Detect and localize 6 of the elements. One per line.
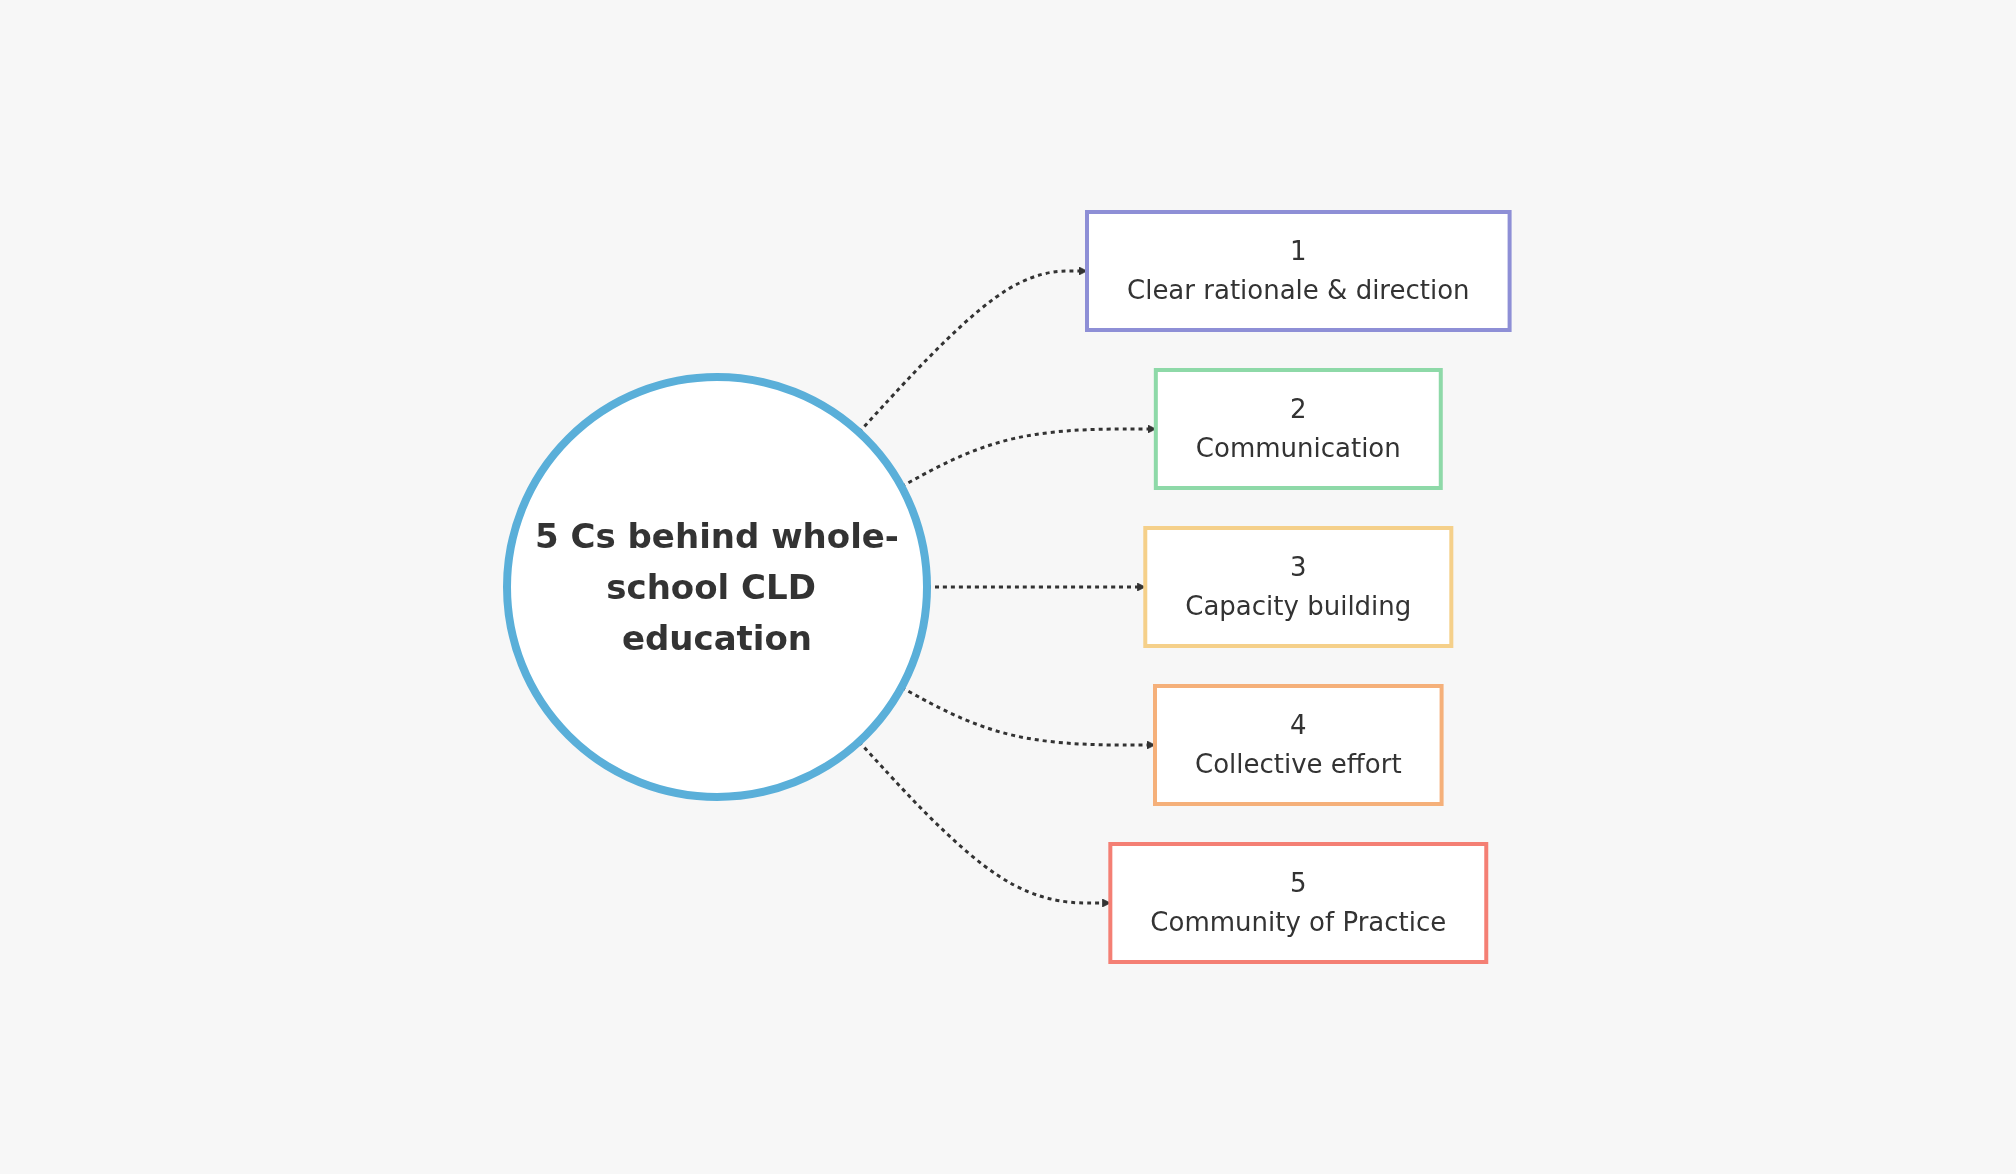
node-box: 4 Collective effort bbox=[1152, 684, 1444, 806]
node-box: 3 Capacity building bbox=[1143, 526, 1453, 648]
node-box: 5 Community of Practice bbox=[1108, 842, 1488, 964]
node-circle: 5 Cs behind whole-school CLD education bbox=[502, 373, 931, 801]
node-box: 1 Clear rationale & direction bbox=[1084, 210, 1512, 332]
node-box: 2 Communication bbox=[1153, 368, 1443, 490]
